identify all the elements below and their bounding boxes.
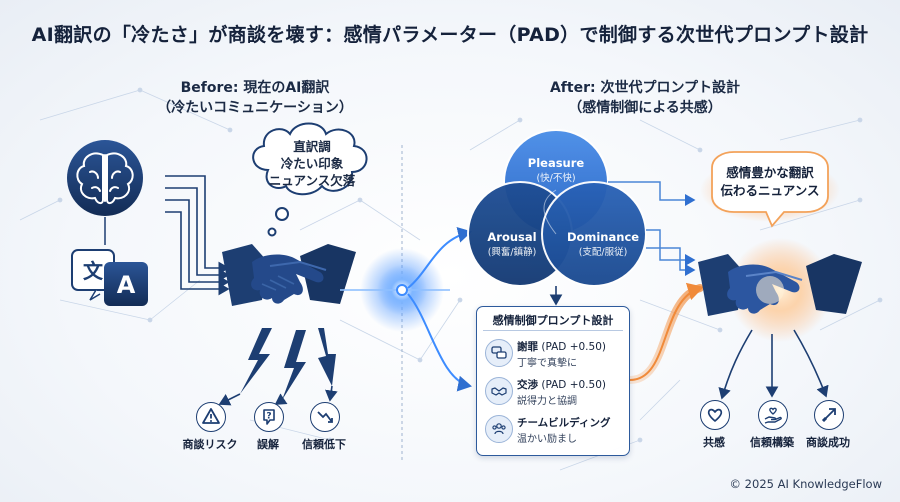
bubble-line-2: 伝わるニュアンス [720, 183, 820, 198]
dominance-name: Dominance [566, 230, 640, 244]
prompt-item-teambuilding-name: チームビルディング [517, 417, 611, 429]
brain-icon [67, 140, 143, 216]
chat-bubbles-icon [485, 339, 513, 367]
emotion-flow [626, 284, 704, 384]
cold-handshake-illustration [222, 244, 356, 306]
svg-text:?: ? [266, 412, 271, 422]
thought-line-2: 冷たい印象 [280, 156, 344, 171]
pad-venn-diagram [467, 129, 647, 287]
heart-icon [700, 400, 730, 430]
prompt-item-teambuilding: チームビルディング 温かい励まし [485, 413, 625, 447]
trend-down-icon [310, 402, 340, 432]
dominance-sub: (支配/服従) [578, 247, 628, 258]
thought-cloud [252, 122, 368, 237]
prompt-item-teambuilding-desc: 温かい励まし [517, 434, 577, 445]
prompt-item-apology-name: 謝罪 (PAD +0.50) [517, 341, 606, 353]
svg-text:文: 文 [83, 259, 104, 283]
speech-bubble [700, 151, 840, 228]
before-outcome-label-3: 信頼低下 [302, 438, 346, 451]
prompt-card-title: 感情制御プロンプト設計 [483, 307, 623, 331]
before-heading-line2: （冷たいコミュニケーション） [157, 100, 353, 116]
prompt-item-negotiation-desc: 説得力と協調 [517, 396, 577, 407]
down-arrows [218, 385, 338, 406]
before-heading: Before: 現在のAI翻訳 （冷たいコミュニケーション） [130, 78, 380, 118]
translate-icon: 文 A [71, 249, 148, 306]
transformation-glow [340, 226, 472, 392]
prompt-item-negotiation: 交渉 (PAD +0.50) 説得力と協調 [485, 375, 625, 409]
after-heading-line1: After: 次世代プロンプト設計 [549, 80, 741, 96]
before-outcome-label-2: 誤解 [257, 438, 279, 451]
handshake-small-icon [485, 377, 513, 405]
lightning-bolts [240, 328, 336, 400]
arousal-label: Arousal (興奮/鎮静) [472, 230, 552, 258]
trend-up-icon [814, 400, 844, 430]
after-outcome-label-3: 商談成功 [806, 436, 850, 449]
warm-handshake-illustration [698, 238, 862, 342]
copyright-text: © 2025 AI KnowledgeFlow [729, 477, 882, 491]
before-outcome-label-1: 商談リスク [182, 438, 238, 451]
speech-bubble-text: 感情豊かな翻訳 伝わるニュアンス [712, 164, 828, 200]
arousal-sub: (興奮/鎮静) [487, 247, 537, 258]
prompt-item-negotiation-name: 交渉 (PAD +0.50) [517, 379, 606, 391]
svg-text:A: A [117, 271, 136, 299]
team-icon [485, 415, 513, 443]
pleasure-sub: (快/不快) [536, 173, 576, 184]
prompt-item-apology: 謝罪 (PAD +0.50) 丁寧で真摯に [485, 337, 625, 371]
input-arrows [165, 175, 230, 296]
thought-cloud-text: 直訳調 冷たい印象 ニュアンス欠落 [262, 138, 362, 189]
pleasure-label: Pleasure (快/不快) [506, 156, 606, 184]
after-outcome-label-1: 共感 [703, 436, 725, 449]
emotion-prompt-card: 感情制御プロンプト設計 謝罪 (PAD +0.50) 丁寧で真摯に 交渉 (PA… [476, 306, 630, 456]
after-heading: After: 次世代プロンプト設計 （感情制御による共感） [520, 78, 770, 118]
warning-icon [196, 402, 226, 432]
after-heading-line2: （感情制御による共感） [568, 100, 722, 116]
after-outcome-label-2: 信頼構築 [750, 436, 794, 449]
hand-heart-icon [758, 400, 788, 430]
thought-line-1: 直訳調 [293, 139, 331, 154]
thought-line-3: ニュアンス欠落 [268, 173, 356, 188]
arousal-name: Arousal [487, 230, 537, 244]
pleasure-name: Pleasure [527, 156, 585, 170]
prompt-item-apology-desc: 丁寧で真摯に [517, 358, 577, 369]
dominance-label: Dominance (支配/服従) [562, 230, 644, 258]
venn-to-output-arrows [608, 181, 696, 276]
bubble-line-1: 感情豊かな翻訳 [726, 165, 814, 180]
before-heading-line1: Before: 現在のAI翻訳 [180, 80, 330, 96]
page-title: AI翻訳の「冷たさ」が商談を壊す：感情パラメーター（PAD）で制御する次世代プロ… [31, 24, 869, 46]
question-warning-icon: ? [254, 402, 284, 432]
after-down-arrows [718, 329, 829, 400]
